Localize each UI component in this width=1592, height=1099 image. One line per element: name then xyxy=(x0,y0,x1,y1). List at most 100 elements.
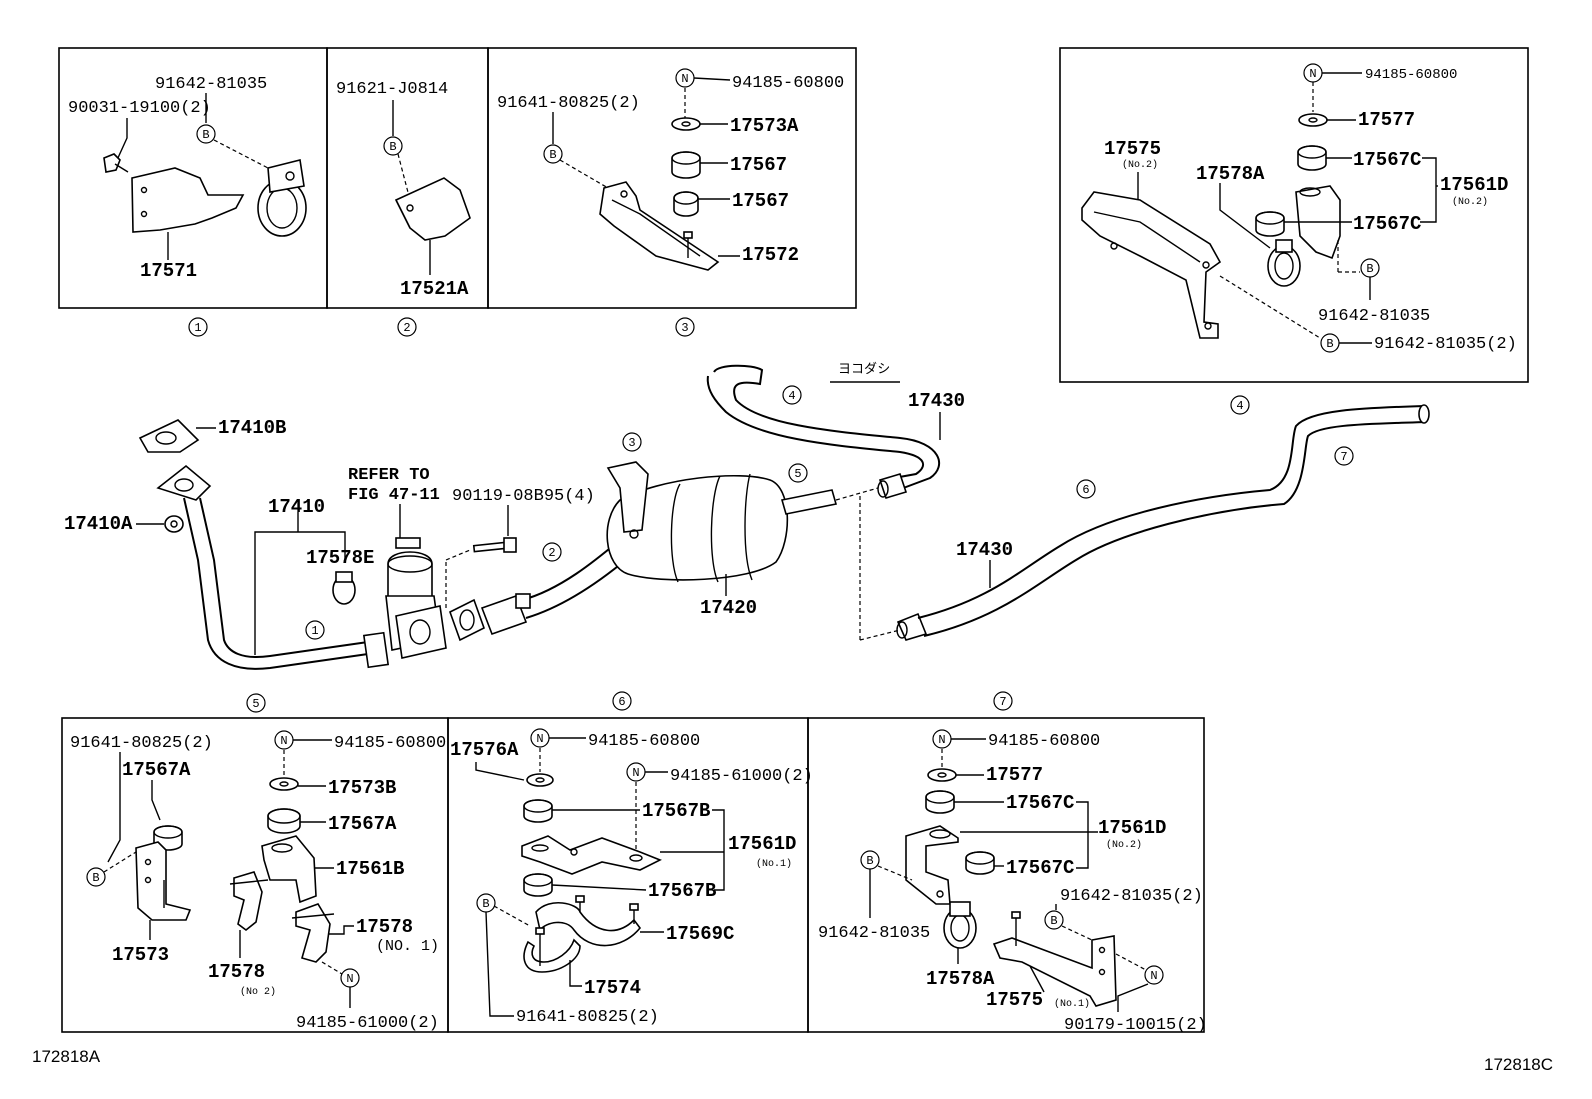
part-label-17561D[interactable]: 17561D xyxy=(1098,817,1166,839)
center-pipe[interactable] xyxy=(449,539,629,642)
part-label-17578A[interactable]: 17578A xyxy=(1196,163,1265,185)
svg-text:B: B xyxy=(482,897,489,911)
cushion-icon xyxy=(267,808,301,834)
washer-icon xyxy=(927,768,957,782)
callout-5: 5 xyxy=(788,463,808,483)
part-label-17567A[interactable]: 17567A xyxy=(328,813,397,835)
exhaust-bracket-17571[interactable] xyxy=(131,167,245,233)
svg-text:N: N xyxy=(681,72,688,86)
svg-text:3: 3 xyxy=(681,321,688,335)
clamp-icon xyxy=(229,871,269,932)
exhaust-bracket-17575[interactable] xyxy=(1081,191,1222,339)
part-label-17561D[interactable]: 17561D xyxy=(728,833,796,855)
part-label-94185-61000[interactable]: 94185-61000(2) xyxy=(670,767,813,786)
bolt-marker-b: B xyxy=(1320,333,1340,353)
part-label-17572[interactable]: 17572 xyxy=(742,244,799,266)
bracket-17561B[interactable] xyxy=(261,835,317,904)
part-label-17575[interactable]: 17575 xyxy=(986,989,1043,1011)
part-label-90031-19100[interactable]: 90031-19100(2) xyxy=(68,99,211,118)
bolt-marker-b: B xyxy=(86,867,106,887)
svg-text:B: B xyxy=(202,128,209,142)
part-label-17573B[interactable]: 17573B xyxy=(328,777,396,799)
part-label-91621-J0814[interactable]: 91621-J0814 xyxy=(336,80,448,99)
part-label-17410A[interactable]: 17410A xyxy=(64,513,133,535)
part-label-17561B[interactable]: 17561B xyxy=(336,858,404,880)
part-label-91642-81035[interactable]: 91642-81035 xyxy=(1318,307,1430,326)
part-label-90179-10015[interactable]: 90179-10015(2) xyxy=(1064,1016,1207,1035)
svg-text:N: N xyxy=(1309,67,1316,81)
part-label-91642-81035-2[interactable]: 91642-81035(2) xyxy=(1060,887,1203,906)
part-label-94185-60800[interactable]: 94185-60800 xyxy=(732,74,844,93)
part-label-17521A[interactable]: 17521A xyxy=(400,278,469,300)
bracket-17575[interactable] xyxy=(992,911,1117,1007)
callout-1: 1 xyxy=(188,317,208,337)
part-label-91642-81035-2[interactable]: 91642-81035(2) xyxy=(1374,335,1517,354)
part-label-17567-lower[interactable]: 17567 xyxy=(732,190,789,212)
detail-box-2: 91621-J0814 B 17521A xyxy=(326,47,489,309)
bolt-marker-b: B xyxy=(196,124,216,144)
part-label-91642-81035[interactable]: 91642-81035 xyxy=(818,924,930,943)
part-label-91642-81035[interactable]: 91642-81035 xyxy=(155,75,267,94)
part-label-91641-80825[interactable]: 91641-80825(2) xyxy=(70,734,213,753)
part-label-17567C-lower[interactable]: 17567C xyxy=(1353,213,1421,235)
part-label-94185-60800[interactable]: 94185-60800 xyxy=(1365,67,1457,83)
part-label-94185-60800[interactable]: 94185-60800 xyxy=(988,732,1100,751)
svg-text:7: 7 xyxy=(1340,450,1347,464)
part-label-91641-80825[interactable]: 91641-80825(2) xyxy=(497,94,640,113)
exhaust-bracket-17572[interactable] xyxy=(599,181,720,271)
part-label-94185-61000[interactable]: 94185-61000(2) xyxy=(296,1014,439,1033)
part-label-17561D[interactable]: 17561D xyxy=(1440,174,1508,196)
part-label-17567C-lower[interactable]: 17567C xyxy=(1006,857,1074,879)
part-label-17567B-lower[interactable]: 17567B xyxy=(648,880,716,902)
part-label-17571[interactable]: 17571 xyxy=(140,260,197,282)
part-label-90119-08B95[interactable]: 90119-08B95(4) xyxy=(452,487,595,506)
part-label-91641-80825[interactable]: 91641-80825(2) xyxy=(516,1008,659,1027)
part-label-17577[interactable]: 17577 xyxy=(986,764,1043,786)
part-label-17578A[interactable]: 17578A xyxy=(926,968,995,990)
cushion-icon xyxy=(1297,145,1327,171)
part-label-17567-upper[interactable]: 17567 xyxy=(730,154,787,176)
front-pipe-17410[interactable] xyxy=(156,464,390,670)
cushion-icon xyxy=(1255,211,1285,237)
part-label-17567B-upper[interactable]: 17567B xyxy=(642,800,710,822)
part-label-17576A[interactable]: 17576A xyxy=(450,739,519,761)
hanger-clamp-17569C[interactable] xyxy=(535,895,642,947)
part-label-17573A[interactable]: 17573A xyxy=(730,115,799,137)
part-label-17567C-upper[interactable]: 17567C xyxy=(1353,149,1421,171)
gasket-17410B[interactable] xyxy=(138,419,200,453)
part-label-17410B[interactable]: 17410B xyxy=(218,417,286,439)
part-label-17578E[interactable]: 17578E xyxy=(306,547,374,569)
part-label-17430-rear[interactable]: 17430 xyxy=(956,539,1013,561)
illustration-code-left: 172818A xyxy=(32,1047,101,1066)
tail-pipe-17430-side[interactable] xyxy=(706,364,941,499)
svg-text:N: N xyxy=(632,766,639,780)
svg-text:1: 1 xyxy=(311,624,318,638)
svg-text:B: B xyxy=(92,871,99,885)
part-label-17574[interactable]: 17574 xyxy=(584,977,641,999)
tail-pipe-17430-rear[interactable] xyxy=(896,404,1430,641)
part-label-17577[interactable]: 17577 xyxy=(1358,109,1415,131)
bolt-marker-b: B xyxy=(1044,910,1064,930)
muffler-17420[interactable] xyxy=(606,461,838,583)
part-label-17578-no1[interactable]: 17578 xyxy=(356,916,413,938)
part-label-17567A-top[interactable]: 17567A xyxy=(122,759,191,781)
part-label-17575[interactable]: 17575 xyxy=(1104,138,1161,160)
part-sub-no2: (No.2) xyxy=(1122,159,1158,171)
part-label-17410[interactable]: 17410 xyxy=(268,496,325,518)
exhaust-bracket-17521A[interactable] xyxy=(394,177,471,241)
part-label-94185-60800[interactable]: 94185-60800 xyxy=(588,732,700,751)
part-label-94185-60800[interactable]: 94185-60800 xyxy=(334,734,446,753)
part-label-17430-side[interactable]: 17430 xyxy=(908,390,965,412)
svg-text:N: N xyxy=(280,734,287,748)
clamp-17574[interactable] xyxy=(523,927,581,973)
part-label-17420[interactable]: 17420 xyxy=(700,597,757,619)
part-label-17573[interactable]: 17573 xyxy=(112,944,169,966)
svg-text:N: N xyxy=(536,732,543,746)
part-label-17578-no2[interactable]: 17578 xyxy=(208,961,265,983)
part-label-17569C[interactable]: 17569C xyxy=(666,923,734,945)
bracket-17573[interactable] xyxy=(135,841,192,921)
nut-marker-n: N xyxy=(274,730,294,750)
bolt-marker-b: B xyxy=(543,144,563,164)
part-label-17567C-upper[interactable]: 17567C xyxy=(1006,792,1074,814)
svg-text:5: 5 xyxy=(794,467,801,481)
